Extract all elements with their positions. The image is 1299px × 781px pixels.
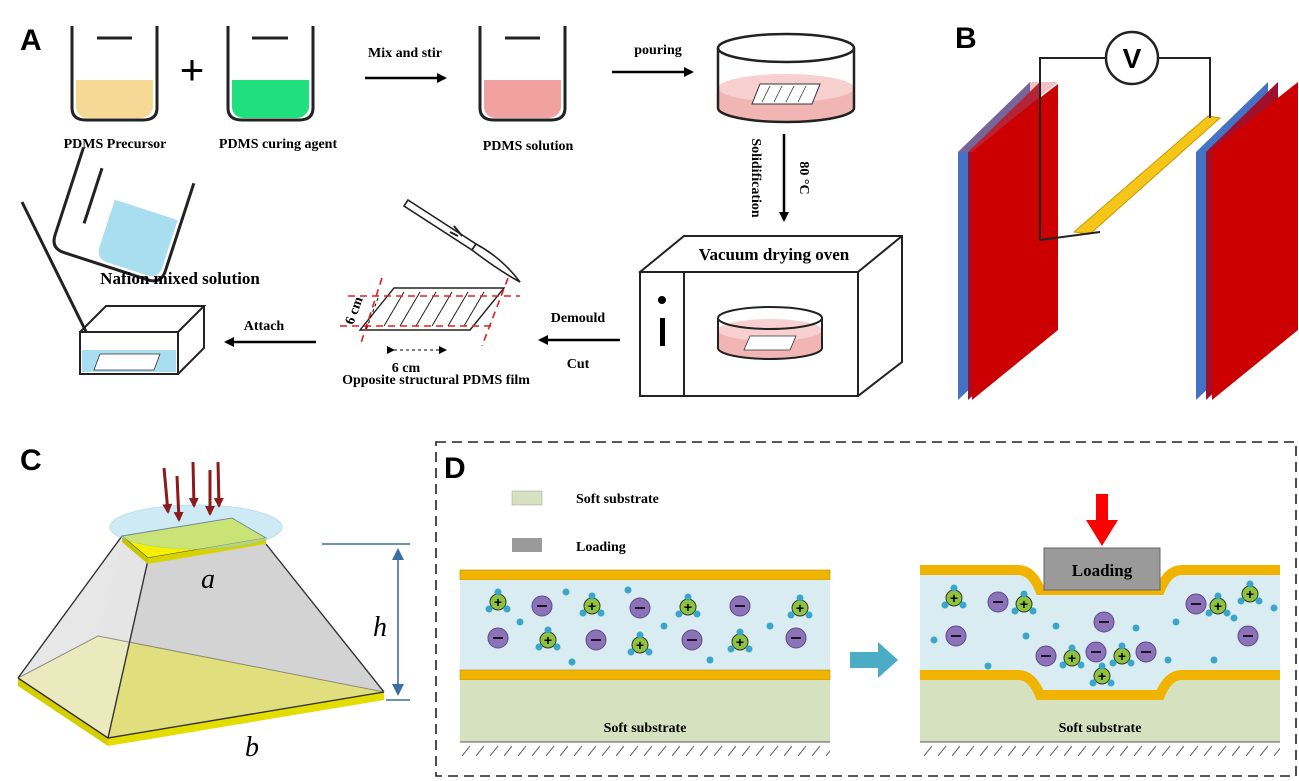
left-electrode xyxy=(958,82,1058,400)
scalpel-icon xyxy=(402,198,521,283)
oven-title: Vacuum drying oven xyxy=(699,245,850,264)
nafion-label: Nafion mixed solution xyxy=(100,269,260,288)
voltmeter-icon xyxy=(1104,30,1160,86)
bottom-width-label: b xyxy=(245,732,259,763)
petri-dish xyxy=(716,32,856,124)
attach-label: Attach xyxy=(244,319,285,334)
pressure-arrows xyxy=(162,461,224,522)
nafion-container xyxy=(79,305,207,375)
wire-right xyxy=(1158,57,1211,118)
panel-label-b: B xyxy=(955,22,977,55)
right-substrate-label: Soft substrate xyxy=(1059,721,1142,736)
panel-d-frame xyxy=(435,441,1297,777)
solidification-label: Solidification xyxy=(748,138,763,218)
temperature-label: 80 °C xyxy=(796,161,811,194)
beaker-pdms-solution xyxy=(478,26,567,122)
legend-loading-swatch xyxy=(512,538,542,552)
solution-label: PDMS solution xyxy=(483,139,574,154)
transition-arrow xyxy=(850,642,898,678)
legend-loading-label: Loading xyxy=(576,540,626,555)
beaker1-label: PDMS Precursor xyxy=(64,137,167,152)
pyramid-frustum xyxy=(17,504,385,746)
top-width-label: a xyxy=(201,564,215,595)
right-ions xyxy=(930,580,1278,687)
panel-label-c: C xyxy=(20,444,42,477)
height-label: h xyxy=(373,612,387,643)
device-unloaded xyxy=(459,569,831,756)
nafion-beaker xyxy=(52,147,196,283)
demould-label: Demould xyxy=(551,311,606,326)
beaker2-label: PDMS curing agent xyxy=(219,137,338,152)
vacuum-drying-oven xyxy=(638,235,903,398)
panel-label-d: D xyxy=(444,452,466,485)
panel-a: A PDMS Precursor + PDMS curing agent Mix… xyxy=(20,24,903,398)
voltmeter-label: V xyxy=(1123,43,1142,74)
beaker-pdms-precursor xyxy=(70,26,159,122)
wire-left xyxy=(1039,57,1106,242)
right-electrode xyxy=(1196,82,1298,400)
cut-label: Cut xyxy=(567,357,590,372)
dim-height-label: 6 cm xyxy=(343,295,367,327)
legend-substrate-swatch xyxy=(511,490,543,506)
panel-c: C a b xyxy=(17,444,410,763)
loading-block-label: Loading xyxy=(1072,561,1133,580)
left-substrate-label: Soft substrate xyxy=(604,721,687,736)
panel-b: B V xyxy=(955,22,1298,400)
device-loaded xyxy=(920,547,1280,756)
beaker-curing-agent xyxy=(226,26,315,122)
load-arrow xyxy=(1086,494,1118,546)
plus-sign: + xyxy=(180,46,205,93)
left-ions xyxy=(485,586,813,666)
dim-width-label: 6 cm xyxy=(392,361,421,376)
legend-substrate-label: Soft substrate xyxy=(576,492,659,507)
film-label: Opposite structural PDMS film xyxy=(342,373,530,388)
pdms-film xyxy=(340,277,520,347)
panel-d: D Soft substrate Loading xyxy=(435,441,1297,777)
mix-label: Mix and stir xyxy=(368,46,442,61)
panel-label-a: A xyxy=(20,24,42,57)
pouring-label: pouring xyxy=(634,43,681,58)
